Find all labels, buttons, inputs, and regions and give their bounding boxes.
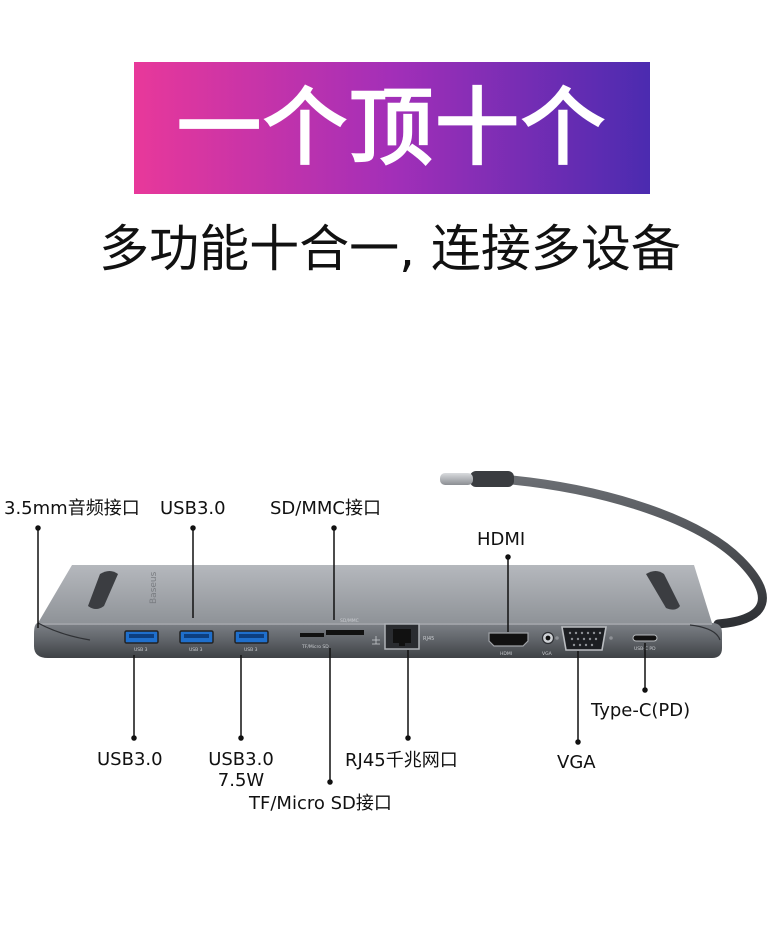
vga-small-print: VGA [542,651,553,657]
label-sd-mmc: SD/MMC接口 [270,498,381,519]
label-usb-mid-line2: 7.5W [217,769,265,791]
cable [507,475,767,629]
label-usb-mid-line1: USB3.0 [208,749,274,770]
label-usb-mid: USB3.0 7.5W [199,749,283,791]
title-banner: 一个顶十个 [134,62,650,194]
network-icon [372,636,380,645]
label-type-c: Type-C(PD) [591,700,691,721]
label-rj45: RJ45千兆网口 [345,750,458,771]
left-foot [88,571,118,609]
usb-port-2-print: USB 3 [189,647,203,653]
hub-top-face [38,565,712,623]
hdmi-print: HDMI [500,651,512,657]
brand-logo: Baseus [149,571,159,604]
hdmi-port [488,632,529,647]
rj45-print: RJ45 [423,636,434,642]
right-foot [646,571,680,610]
vga-pins [568,631,602,647]
label-hdmi: HDMI [477,529,526,550]
usb-c-plug-tip [440,473,473,485]
banner-title: 一个顶十个 [176,79,607,177]
label-usb-left: USB3.0 [97,749,163,770]
usb-c-plug-body [470,471,514,487]
subtitle: 多功能十合一, 连接多设备 [99,220,681,278]
sd-slot [326,630,364,635]
tf-slot-print: TF/Micro SD [301,644,329,650]
usb-port-1-print: USB 3 [134,647,148,653]
usb-port-3-print: USB 3 [244,647,258,653]
label-vga: VGA [557,752,596,773]
type-c-port [632,634,658,642]
label-tf: TF/Micro SD接口 [249,793,392,814]
label-audio: 3.5mm音频接口 [4,498,140,519]
tf-slot [300,633,324,637]
label-usb-top: USB3.0 [160,498,226,519]
sd-slot-print: SD/MMC [340,618,359,624]
